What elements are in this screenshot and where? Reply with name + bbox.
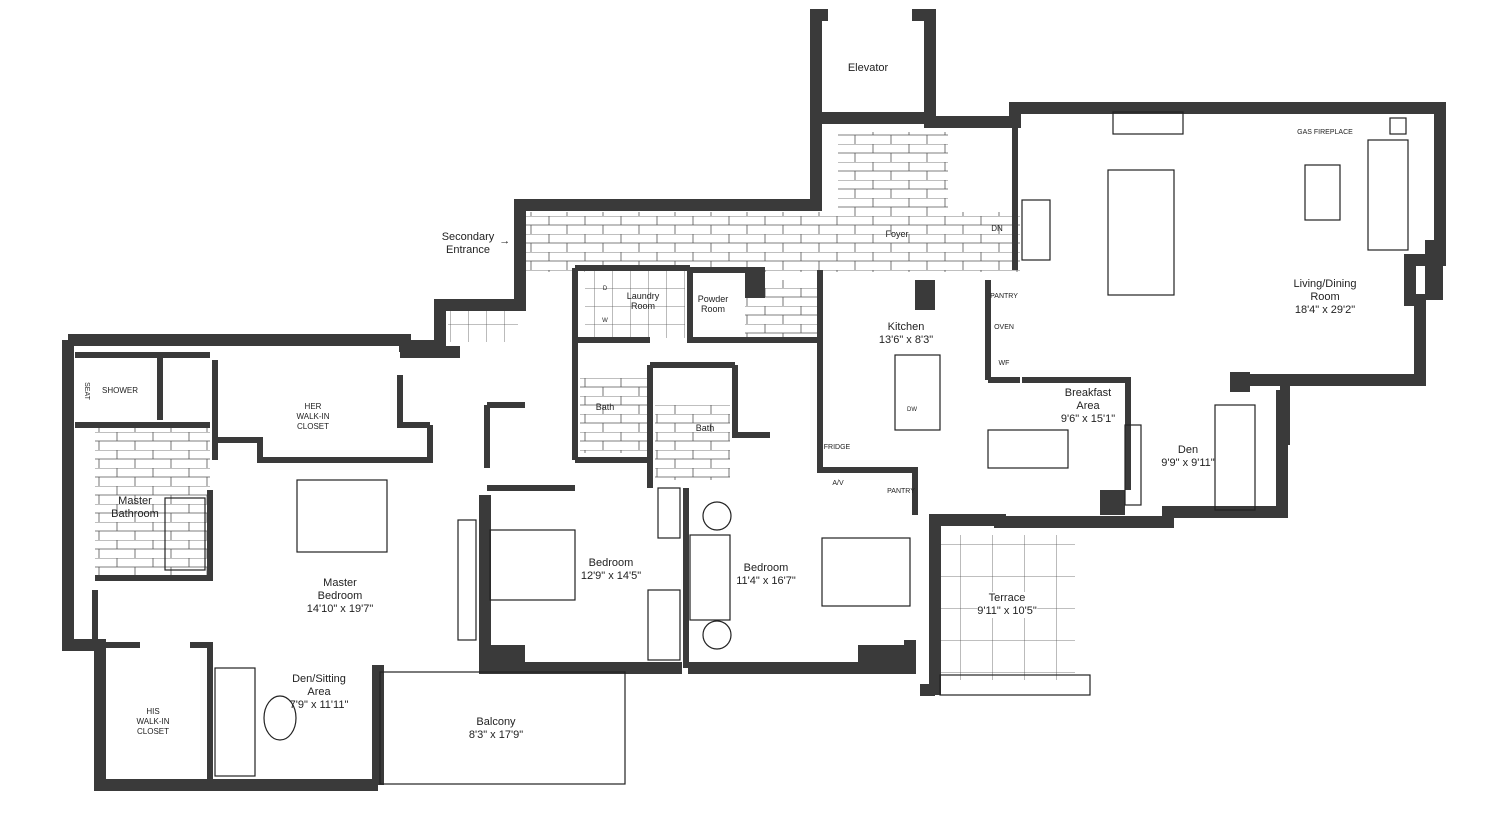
line: Breakfast xyxy=(1064,387,1112,399)
line: WALK-IN xyxy=(296,412,330,421)
line: HIS xyxy=(146,707,160,716)
master-bath-floor xyxy=(95,428,210,578)
line: Bedroom xyxy=(588,557,634,569)
interior-walls xyxy=(75,120,1131,785)
bath2-floor xyxy=(655,405,730,480)
walls xyxy=(62,9,1446,791)
wall-blocks xyxy=(400,112,1443,670)
line: Room xyxy=(1310,291,1340,303)
line: Bedroom xyxy=(317,590,363,602)
foyer-label: Foyer xyxy=(885,229,909,239)
wine-fridge-label: WF xyxy=(998,360,1010,367)
dishwasher-label: DW xyxy=(907,407,917,413)
size: 11'4" x 16'7" xyxy=(736,575,796,587)
stairs-down-label[interactable]: DN xyxy=(991,224,1003,233)
elevator-label: Elevator xyxy=(847,62,889,74)
line: Den/Sitting xyxy=(292,673,346,685)
pantry-2-label: PANTRY xyxy=(887,488,915,495)
line: Kitchen xyxy=(887,321,925,333)
line: Area xyxy=(307,686,331,698)
size: 12'9" x 14'5" xyxy=(580,570,642,582)
line: Terrace xyxy=(988,592,1026,604)
line: Laundry xyxy=(626,291,660,301)
line: Balcony xyxy=(476,716,516,728)
arrow-right-icon: → xyxy=(499,235,511,247)
pantry-label: PANTRY xyxy=(990,293,1018,300)
line: Living/Dining xyxy=(1293,278,1357,290)
line: Entrance xyxy=(445,244,491,256)
gas-fireplace-label: GAS FIREPLACE xyxy=(1297,129,1353,136)
bath1-floor xyxy=(580,378,650,453)
line: CLOSET xyxy=(296,422,330,431)
size: 13'6" x 8'3" xyxy=(878,334,934,346)
line: WALK-IN xyxy=(136,717,170,726)
line: Room xyxy=(630,301,655,311)
seat-label: SEAT xyxy=(83,382,90,400)
size: 9'11" x 10'5" xyxy=(977,605,1037,617)
oven-label: OVEN xyxy=(994,324,1014,331)
line: Room xyxy=(700,304,726,314)
laundry-floor xyxy=(585,268,685,338)
size: 8'3" x 17'9" xyxy=(468,729,524,741)
size: 7'9" x 11'11" xyxy=(289,699,349,711)
closet-floor xyxy=(448,310,518,342)
washer-label: W xyxy=(602,318,608,324)
shower-label: SHOWER xyxy=(102,386,138,395)
line: Bedroom xyxy=(743,562,789,574)
size: 14'10" x 19'7" xyxy=(306,603,374,615)
size: 9'9" x 9'11" xyxy=(1161,457,1215,469)
fridge-label: FRIDGE xyxy=(823,444,851,451)
size: 18'4" x 29'2" xyxy=(1294,304,1356,316)
line: Area xyxy=(1076,400,1100,412)
bath-1-label: Bath xyxy=(595,402,615,412)
line: Master xyxy=(323,577,357,589)
line: CLOSET xyxy=(136,727,170,736)
line: HER xyxy=(304,402,322,411)
size: 9'6" x 15'1" xyxy=(1060,413,1116,425)
fixtures xyxy=(164,111,1409,785)
line: Den xyxy=(1177,444,1199,456)
elevator-lobby-floor xyxy=(838,132,948,212)
line: Bathroom xyxy=(111,508,159,520)
line: Powder xyxy=(697,294,729,304)
av-label: A/V xyxy=(832,480,844,487)
dryer-label: D xyxy=(602,286,608,292)
line: Master xyxy=(118,495,152,507)
foyer-floor xyxy=(520,212,1020,272)
bath-2-label: Bath xyxy=(695,423,715,433)
line: Secondary xyxy=(441,231,495,243)
